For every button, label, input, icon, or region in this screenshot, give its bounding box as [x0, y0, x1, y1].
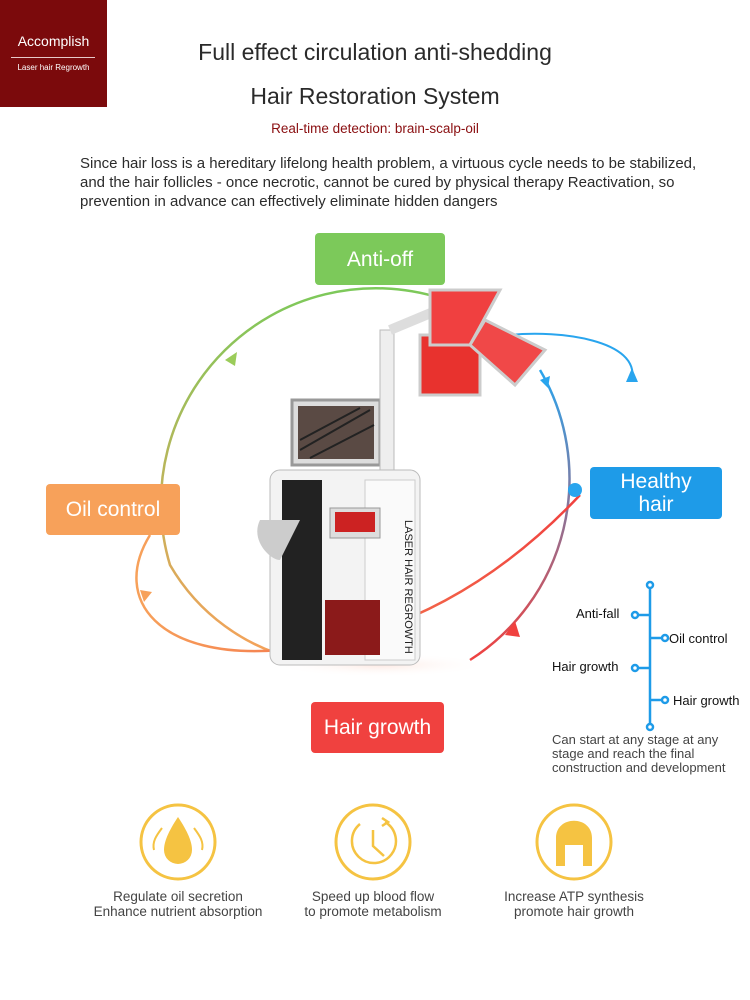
arrow-icon	[505, 621, 520, 637]
feature-line: to promote metabolism	[304, 904, 442, 919]
hair-icon	[556, 820, 592, 866]
cycle-arc-right	[469, 369, 571, 662]
feature-line: Speed up blood flow	[311, 889, 435, 904]
arrow-icon	[626, 368, 638, 382]
timeline-item: Anti-fall	[576, 606, 620, 621]
page-subtitle: Real-time detection: brain-scalp-oil	[271, 121, 479, 136]
cycle-arc-left	[159, 287, 441, 662]
arrow-icon	[225, 352, 237, 366]
healthy-line1: Healthy	[620, 470, 692, 493]
stage-timeline	[630, 580, 670, 732]
page-title-line2: Hair Restoration System	[250, 83, 500, 109]
oil-drop-icon	[164, 817, 192, 864]
timeline-note: Can start at any stage at any stage and …	[552, 732, 726, 775]
timeline-item: Hair growth	[673, 693, 740, 708]
cycle-label-oil-control: Oil control	[46, 484, 180, 535]
logo-divider	[11, 57, 95, 58]
feature-line: Increase ATP synthesis	[504, 889, 644, 904]
brand-tagline: Laser hair Regrowth	[17, 63, 90, 72]
laser-device-illustration: LASER HAIR REGROWTH	[257, 288, 548, 666]
page-title-line1: Full effect circulation anti-shedding	[198, 39, 552, 65]
brand-logo: Accomplish Laser hair Regrowth	[0, 0, 107, 107]
intro-paragraph: Since hair loss is a hereditary lifelong…	[80, 155, 697, 210]
oil-drop-icon	[152, 827, 204, 851]
device-label: LASER HAIR REGROWTH	[402, 520, 414, 654]
feature-line: Regulate oil secretion	[113, 889, 243, 904]
cycle-label-healthy-hair: Healthy hair	[590, 467, 722, 519]
cycle-label-hair-growth: Hair growth	[311, 702, 444, 753]
cycle-node	[568, 483, 582, 497]
feature-ring	[535, 803, 613, 881]
timeline-item: Oil control	[669, 631, 728, 646]
feature-ring	[334, 803, 412, 881]
cycle-arc-top-right	[509, 332, 634, 381]
feature-line: promote hair growth	[513, 904, 635, 919]
timeline-item: Hair growth	[552, 659, 619, 674]
feature-line: Enhance nutrient absorption	[93, 904, 263, 919]
healthy-line2: hair	[638, 493, 674, 516]
clock-icon	[350, 816, 398, 865]
cycle-label-anti-off: Anti-off	[315, 233, 445, 285]
arrow-icon	[540, 376, 550, 388]
feature-ring	[139, 803, 217, 881]
arrow-icon	[140, 590, 152, 602]
brand-name: Accomplish	[17, 33, 90, 49]
